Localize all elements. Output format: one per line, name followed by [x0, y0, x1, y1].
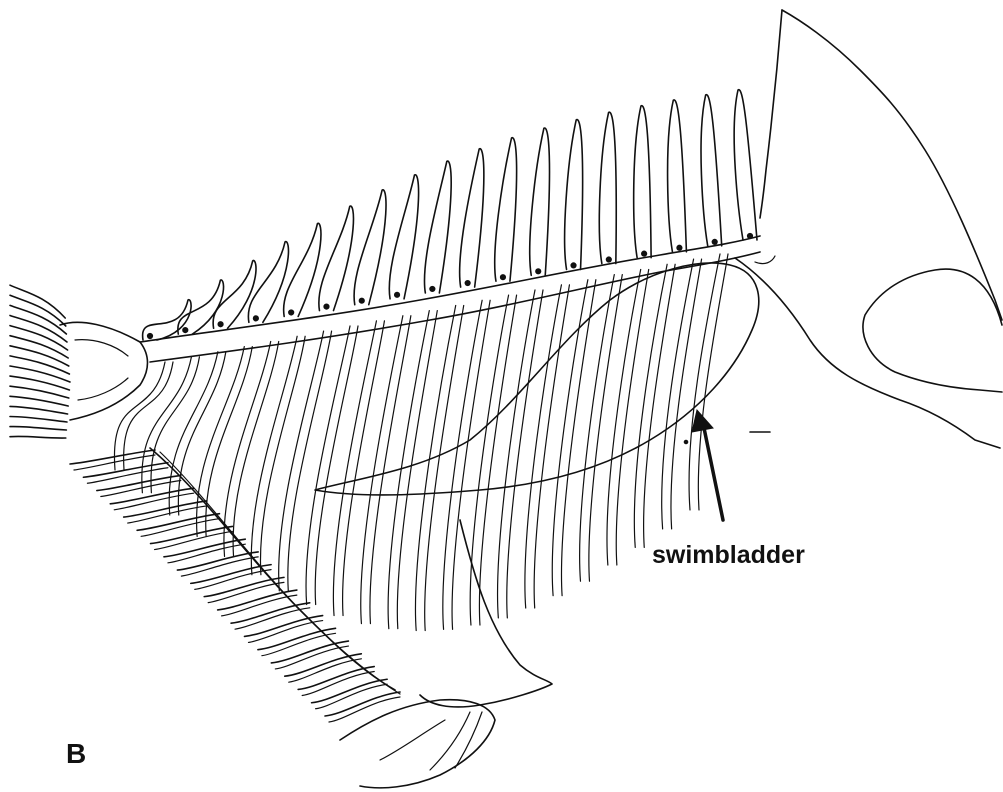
dorsal-spine	[178, 280, 224, 334]
swimbladder-label: swimbladder	[652, 541, 805, 569]
rib-line	[206, 347, 253, 537]
rib-line	[333, 321, 376, 616]
spine-base-mark	[677, 245, 682, 250]
caudal-ray	[10, 285, 65, 318]
caudal-ray	[10, 406, 68, 414]
spine-base-mark	[289, 310, 294, 315]
spine-base-mark	[218, 322, 223, 327]
dorsal-spine	[530, 128, 550, 275]
caudal-ray	[10, 396, 68, 406]
dorsal-spine	[213, 261, 256, 329]
spine-base-mark	[500, 275, 505, 280]
rib-line	[415, 305, 455, 630]
caudal-ray	[10, 366, 70, 382]
spine-base-mark	[536, 269, 541, 274]
spine-base-mark	[430, 286, 435, 291]
spine-base-mark	[147, 333, 152, 338]
anal-ray	[302, 672, 374, 696]
caudal-ray	[10, 386, 69, 398]
anal-ray	[231, 603, 310, 623]
dorsal-spine	[668, 100, 687, 252]
spine-base-mark	[465, 280, 470, 285]
anal-fin-rays	[70, 450, 400, 722]
dorsal-spine	[460, 149, 484, 287]
rib-line	[315, 326, 358, 605]
spine-base-mark	[606, 257, 611, 262]
caudal-ray	[10, 336, 68, 358]
rib-line	[142, 357, 192, 493]
rib-line	[306, 326, 350, 605]
rib-line	[580, 275, 615, 582]
vertebral-column	[140, 236, 760, 362]
rib-line	[370, 316, 411, 624]
rib-line	[233, 341, 279, 556]
dorsal-spine	[354, 190, 386, 305]
rib-line	[343, 321, 385, 616]
dorsal-spine	[734, 90, 757, 240]
caudal-ray	[10, 436, 66, 438]
spine-base-mark	[394, 292, 399, 297]
spine-base-mark	[747, 233, 752, 238]
spine-base-mark	[253, 316, 258, 321]
dorsal-spine	[389, 175, 418, 299]
dorsal-spine	[634, 106, 651, 258]
spine-base-mark	[712, 239, 717, 244]
rib-line	[689, 254, 720, 510]
swimbladder-arrow	[692, 410, 723, 520]
spine-base-mark	[324, 304, 329, 309]
spine-base-mark	[571, 263, 576, 268]
dorsal-spine	[284, 223, 321, 316]
dorsal-spine	[319, 206, 354, 311]
spine-base-mark	[642, 251, 647, 256]
anal-ray	[275, 646, 348, 669]
dorsal-spine	[424, 161, 451, 293]
scale-marks	[684, 432, 770, 444]
caudal-ray	[10, 417, 67, 423]
spine-base-mark	[183, 328, 188, 333]
anal-ray	[316, 684, 388, 708]
pleural-ribs	[114, 254, 728, 631]
dorsal-spine	[565, 120, 583, 270]
rib-line	[498, 290, 535, 618]
panel-letter: B	[66, 738, 86, 769]
rib-line	[607, 269, 641, 565]
caudal-ray	[10, 427, 66, 430]
rib-line	[552, 280, 588, 596]
dorsal-spine	[495, 138, 517, 281]
spine-base-mark	[359, 298, 364, 303]
pectoral-girdle	[735, 10, 1002, 448]
dorsal-spines	[143, 90, 757, 340]
anal-ray	[177, 552, 258, 570]
anal-ray	[289, 659, 362, 682]
rib-line	[224, 341, 271, 556]
dorsal-spine	[599, 112, 616, 263]
rib-line	[425, 305, 464, 630]
rib-line	[260, 336, 305, 574]
rib-line	[288, 331, 332, 591]
dorsal-spine	[701, 95, 722, 246]
rib-line	[525, 285, 562, 608]
anal-ray	[191, 565, 271, 584]
